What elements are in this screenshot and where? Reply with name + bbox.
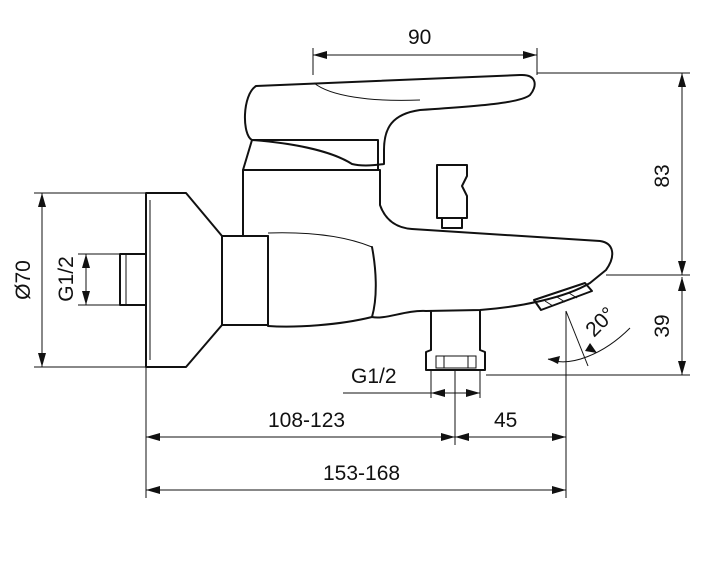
dim-83-arrow-top bbox=[678, 73, 686, 87]
dim-inlet-arrow-top bbox=[82, 254, 90, 268]
dimension-lines: 90 83 39 Ø70 G1/2 G1/2 bbox=[12, 26, 690, 498]
dim-108-label: 108-123 bbox=[268, 409, 345, 432]
dim-angle-arrow-left bbox=[548, 356, 560, 364]
dim-45-arrow-right bbox=[552, 433, 566, 441]
dim-90-arrow-left bbox=[313, 51, 327, 59]
dim-39-arrow-bottom bbox=[678, 361, 686, 375]
dim-90-arrow-right bbox=[523, 51, 537, 59]
dim-inlet-label: G1/2 bbox=[55, 256, 78, 302]
dim-d70-arrow-top bbox=[38, 193, 46, 207]
outlet-nut-line bbox=[443, 356, 469, 368]
dim-83-label: 83 bbox=[651, 164, 674, 187]
dim-153-label: 153-168 bbox=[323, 462, 400, 485]
dim-outlet-label: G1/2 bbox=[351, 365, 397, 388]
dim-83-arrow-bottom bbox=[678, 261, 686, 275]
dim-153-arrow-right bbox=[552, 486, 566, 494]
outlet-nut bbox=[435, 355, 477, 369]
faucet-outline bbox=[119, 73, 614, 371]
aerator-inner bbox=[544, 292, 578, 307]
dim-angle-axis-inclined bbox=[565, 310, 589, 367]
diverter-stem bbox=[441, 217, 463, 229]
lever-handle bbox=[243, 73, 536, 167]
dim-d70-arrow-bottom bbox=[38, 353, 46, 367]
dim-angle-arrow-right bbox=[585, 343, 597, 353]
upper-collar bbox=[242, 139, 379, 171]
dim-39-label: 39 bbox=[651, 314, 674, 337]
dim-d70-label: Ø70 bbox=[12, 260, 35, 300]
dim-108-arrow-right bbox=[441, 433, 455, 441]
diverter-knob bbox=[436, 164, 468, 219]
spout-upper-line bbox=[267, 232, 373, 248]
spout-body-seam bbox=[371, 246, 377, 318]
dim-39-arrow-top bbox=[678, 277, 686, 291]
dim-90-label: 90 bbox=[408, 26, 431, 49]
dim-108-arrow-left bbox=[146, 433, 160, 441]
mixer-body bbox=[242, 169, 614, 328]
dim-45-label: 45 bbox=[494, 409, 517, 432]
dim-inlet-arrow-bottom bbox=[82, 291, 90, 305]
dim-45-arrow-left bbox=[455, 433, 469, 441]
spout-aerator bbox=[533, 282, 593, 311]
dim-angle-label: 20° bbox=[581, 303, 620, 342]
lever-handle-inner bbox=[313, 82, 421, 101]
dim-outlet-arrow-left bbox=[431, 389, 445, 397]
inlet-nipple bbox=[119, 253, 147, 306]
dim-153-arrow-left bbox=[146, 486, 160, 494]
wall-flange bbox=[145, 192, 223, 368]
dim-outlet-arrow-right bbox=[466, 389, 480, 397]
connector-body bbox=[221, 235, 269, 326]
